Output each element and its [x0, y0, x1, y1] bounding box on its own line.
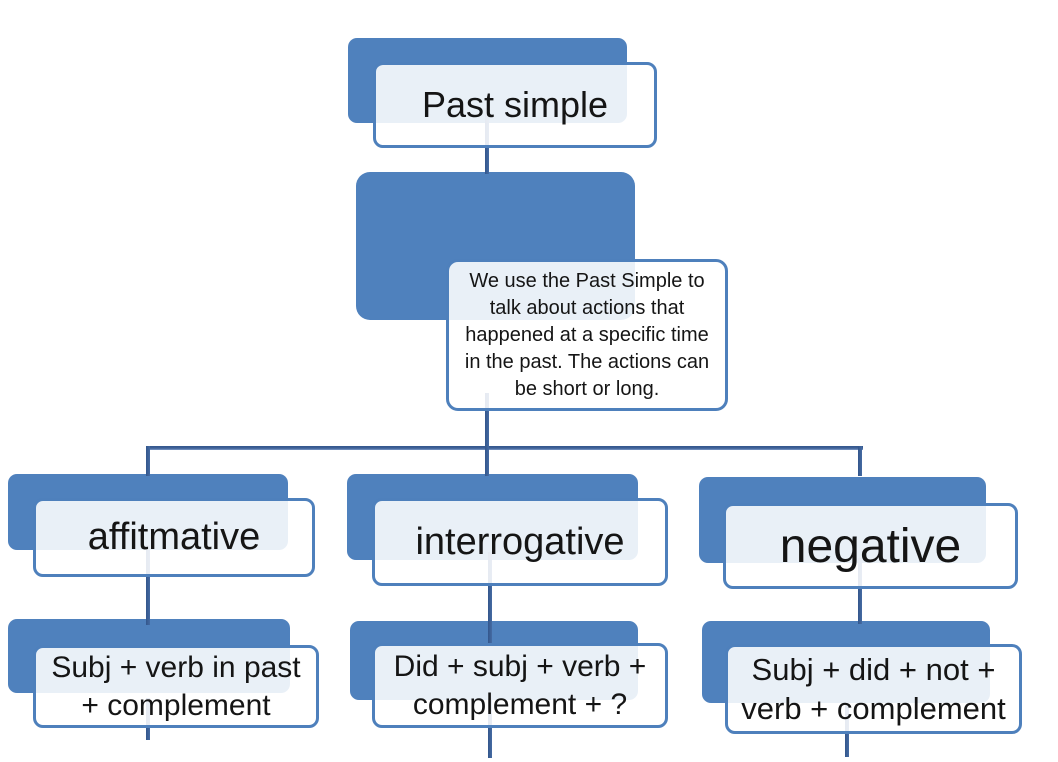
branch-right-formula-box: Subj + did + not + verb + complement: [725, 644, 1022, 734]
description-box: We use the Past Simple to talk about act…: [446, 259, 728, 411]
branch-drop-right: [858, 446, 862, 476]
connector-right-label-to-formula: [858, 558, 862, 624]
branch-rail: [146, 446, 863, 450]
root-title: Past simple: [421, 84, 609, 125]
branch-right-formula: Subj + did + not + verb + complement: [741, 652, 1006, 726]
branch-drop-center: [485, 446, 489, 476]
branch-middle-label: interrogative: [415, 520, 625, 563]
branch-right-label: negative: [779, 519, 962, 573]
connector-left-label-to-formula: [146, 545, 150, 625]
branch-middle-formula-box: Did + subj + verb + complement + ?: [372, 643, 668, 728]
branch-left-label-box: affitmative: [33, 498, 315, 577]
connector-hero-to-rail: [485, 393, 489, 450]
stub-below-middle-formula: [488, 698, 492, 758]
connector-middle-label-to-formula: [488, 552, 492, 645]
branch-right-label-box: negative: [723, 503, 1018, 589]
branch-middle-formula: Did + subj + verb + complement + ?: [393, 649, 647, 721]
branch-left-formula: Subj + verb in past + complement: [51, 650, 301, 722]
branch-drop-left: [146, 446, 150, 476]
description-text: We use the Past Simple to talk about act…: [464, 269, 710, 400]
branch-left-formula-box: Subj + verb in past + complement: [33, 645, 319, 728]
root-title-box: Past simple: [373, 62, 657, 148]
branch-left-label: affitmative: [87, 516, 261, 558]
branch-middle-label-box: interrogative: [372, 498, 668, 586]
